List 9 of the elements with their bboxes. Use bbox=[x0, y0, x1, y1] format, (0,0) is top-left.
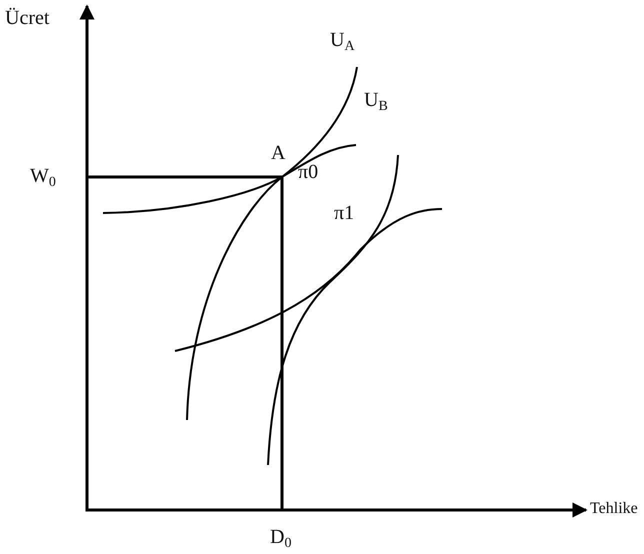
curve-label: U$_{A}$ bbox=[330, 30, 355, 50]
curve-label: U$_{B}$ bbox=[364, 90, 388, 110]
curve-label: π0 bbox=[298, 162, 318, 182]
axis-value-label: D$_{0}$ bbox=[270, 527, 292, 547]
axis-title: Tehlike bbox=[590, 501, 638, 517]
axis-title: Ücret bbox=[5, 8, 50, 28]
curve-label: π1 bbox=[334, 203, 354, 223]
axis-value-label: W$_{0}$ bbox=[30, 166, 56, 186]
point-label: A bbox=[271, 143, 286, 163]
